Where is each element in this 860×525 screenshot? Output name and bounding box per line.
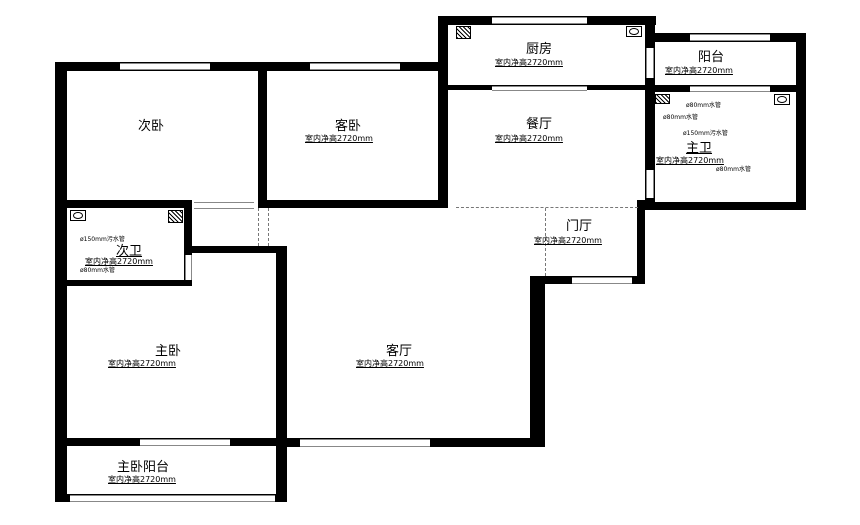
wall: [276, 246, 287, 502]
pipe-note: ø80mm水管: [80, 267, 115, 274]
dashed-boundary: [456, 207, 638, 208]
room-height-foyer: 室内净高2720mm: [534, 236, 602, 245]
wall: [637, 200, 645, 284]
room-name-second-bedroom: 次卧: [138, 119, 165, 134]
room-height-master-bath: 室内净高2720mm: [656, 156, 724, 165]
room-name-master-balcony: 主卧阳台: [117, 460, 170, 475]
room-name-foyer: 门厅: [566, 219, 593, 234]
wall: [530, 276, 545, 446]
room-name-second-bath: 次卫: [116, 244, 143, 259]
pipe-note: ø150mm污水管: [80, 236, 125, 243]
wall: [67, 280, 192, 286]
window: [185, 255, 192, 280]
wall: [55, 62, 67, 502]
room-height-dining: 室内净高2720mm: [495, 134, 563, 143]
room-name-living: 客厅: [386, 344, 413, 359]
window: [646, 170, 654, 198]
room-name-dining: 餐厅: [526, 117, 553, 132]
room-height-balcony: 室内净高2720mm: [665, 66, 733, 75]
wall: [438, 16, 448, 208]
wall: [184, 246, 284, 253]
window: [690, 86, 770, 92]
room-height-master-balcony: 室内净高2720mm: [108, 475, 176, 484]
room-height-guest-bedroom: 室内净高2720mm: [305, 134, 373, 143]
flue-icon: [456, 26, 471, 39]
floor-drain-icon: [626, 26, 642, 37]
pipe-note: ø80mm水管: [686, 102, 721, 109]
door-opening: [194, 202, 254, 209]
window: [646, 48, 654, 78]
pipe-note: ø80mm水管: [663, 114, 698, 121]
dashed-boundary: [258, 208, 259, 246]
wall: [258, 62, 267, 208]
wall: [267, 200, 448, 208]
window: [572, 277, 632, 284]
window: [690, 34, 770, 41]
window: [310, 63, 400, 70]
pipe-note: ø80mm水管: [716, 166, 751, 173]
vent-icon: [655, 94, 670, 104]
window: [492, 17, 587, 24]
room-name-master-bedroom: 主卧: [155, 344, 182, 359]
window: [70, 495, 275, 502]
wall: [67, 200, 192, 208]
window: [492, 86, 587, 91]
window: [300, 439, 430, 447]
wall: [55, 62, 445, 71]
room-name-master-bath: 主卫: [686, 141, 713, 156]
room-height-living: 室内净高2720mm: [356, 359, 424, 368]
room-name-guest-bedroom: 客卧: [335, 119, 362, 134]
wall: [645, 202, 805, 210]
window: [140, 439, 230, 446]
dashed-boundary: [268, 208, 269, 246]
wall: [645, 16, 655, 210]
window: [120, 63, 210, 70]
room-name-kitchen: 厨房: [526, 42, 553, 57]
pipe-note: ø150mm污水管: [683, 130, 728, 137]
room-height-second-bath: 室内净高2720mm: [85, 257, 153, 266]
room-height-master-bedroom: 室内净高2720mm: [108, 359, 176, 368]
room-name-balcony: 阳台: [698, 50, 725, 65]
dashed-boundary: [545, 208, 546, 276]
wall: [796, 33, 806, 210]
floor-drain-icon: [70, 210, 86, 221]
room-height-kitchen: 室内净高2720mm: [495, 58, 563, 67]
floor-drain-icon: [774, 94, 790, 105]
flue-icon: [168, 210, 183, 223]
